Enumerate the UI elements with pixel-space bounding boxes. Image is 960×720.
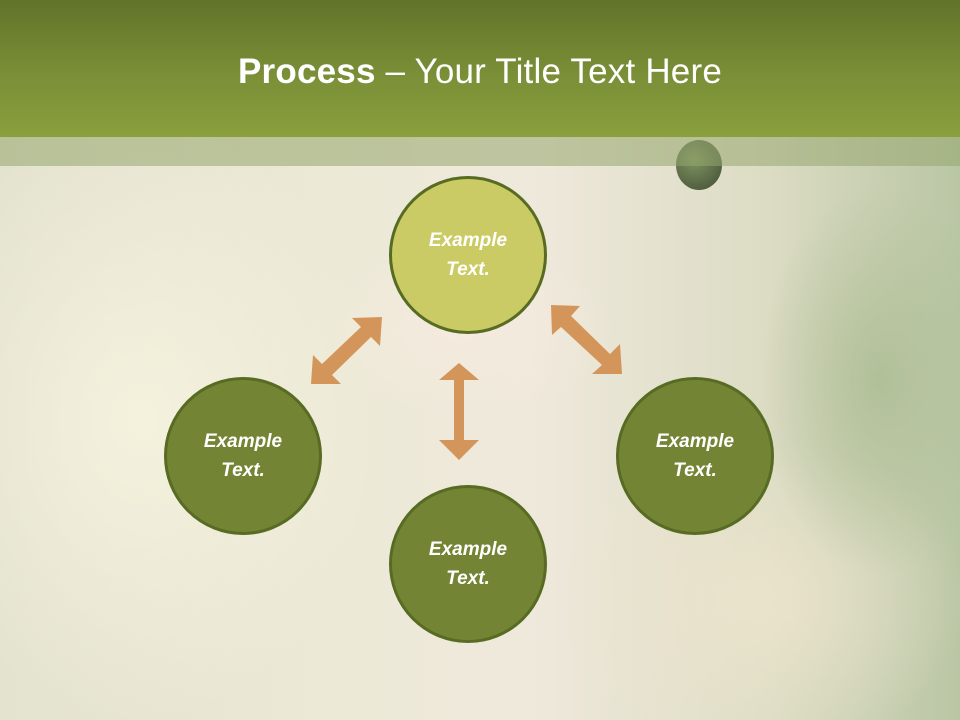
node-label-line1: Example: [428, 230, 508, 251]
title-bar: Process – Your Title Text Here: [0, 0, 960, 137]
node-label-line2: Text.: [446, 568, 490, 589]
node-label-line2: Text.: [221, 460, 265, 481]
node-label-line2: Text.: [446, 259, 490, 280]
node-label-line1: Example: [428, 539, 508, 560]
slide-title: Process – Your Title Text Here: [0, 52, 960, 92]
title-rest: – Your Title Text Here: [375, 52, 722, 91]
node-label-line2: Text.: [673, 460, 717, 481]
title-sub-band: [0, 137, 960, 166]
node-label-line1: Example: [655, 431, 735, 452]
title-bold: Process: [238, 52, 376, 91]
node-label-line1: Example: [203, 431, 283, 452]
